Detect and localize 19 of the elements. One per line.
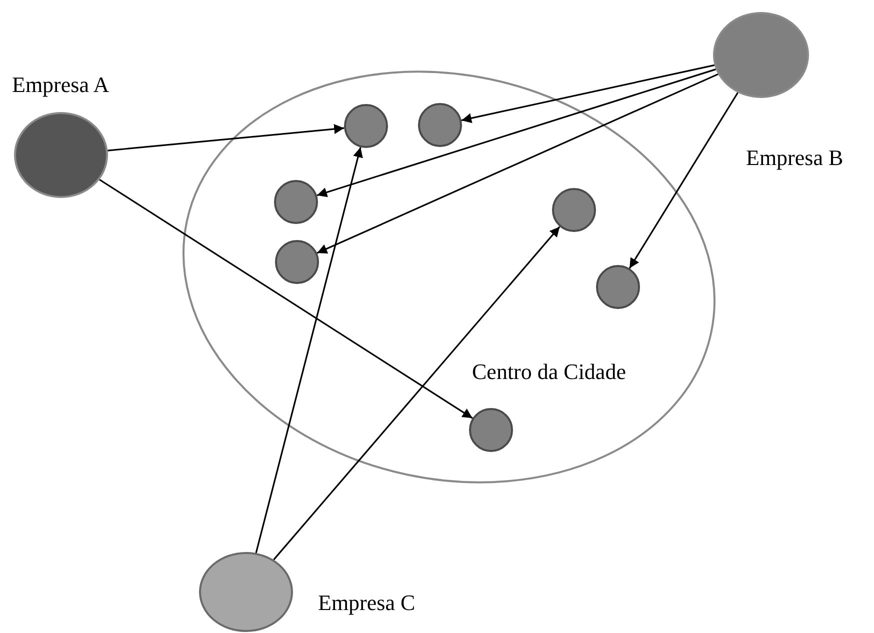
region-label: Centro da Cidade [472, 359, 626, 385]
arrow [99, 178, 473, 419]
location-circle [275, 240, 319, 284]
company-label: Empresa B [746, 145, 844, 171]
company-label: Empresa C [318, 590, 416, 616]
arrow [108, 124, 344, 152]
location-circle [344, 104, 388, 148]
location-circle [469, 408, 513, 452]
location-circle [274, 180, 318, 224]
location-circle [418, 103, 462, 147]
location-circle [596, 265, 640, 309]
location-circle [552, 188, 596, 232]
arrow [316, 68, 716, 198]
arrow [273, 226, 560, 560]
arrow [628, 92, 738, 269]
company-label: Empresa A [12, 72, 110, 98]
arrow [461, 64, 715, 124]
arrow [255, 147, 363, 554]
arrow [316, 73, 718, 254]
